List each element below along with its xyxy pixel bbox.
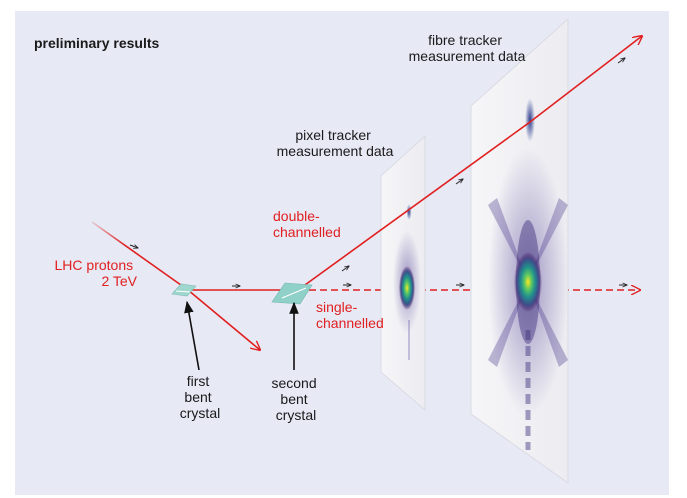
second-crystal-label: second bent crystal bbox=[271, 375, 320, 423]
first-crystal-label: first bent crystal bbox=[180, 373, 220, 421]
unchannelled-beam bbox=[187, 289, 260, 350]
direction-arrows bbox=[129, 58, 627, 286]
first-bent-crystal bbox=[171, 283, 197, 297]
diagram-title: preliminary results bbox=[34, 35, 159, 51]
pixel-tracker-label: pixel tracker measurement data bbox=[277, 127, 394, 159]
double-channelled-beam bbox=[297, 121, 531, 291]
fibre-tracker-label: fibre tracker measurement data bbox=[409, 32, 526, 64]
lhc-protons-label: LHC protons 2 TeV bbox=[55, 257, 138, 289]
double-channelled-label: double- channelled bbox=[273, 208, 341, 240]
single-channelled-label: single- channelled bbox=[316, 299, 384, 331]
incoming-beam bbox=[91, 221, 189, 291]
double-channelled-beam-far bbox=[529, 36, 642, 123]
first-crystal-pointer bbox=[184, 300, 200, 371]
second-bent-crystal bbox=[271, 282, 313, 305]
fibre-tracker-hits bbox=[488, 98, 568, 450]
